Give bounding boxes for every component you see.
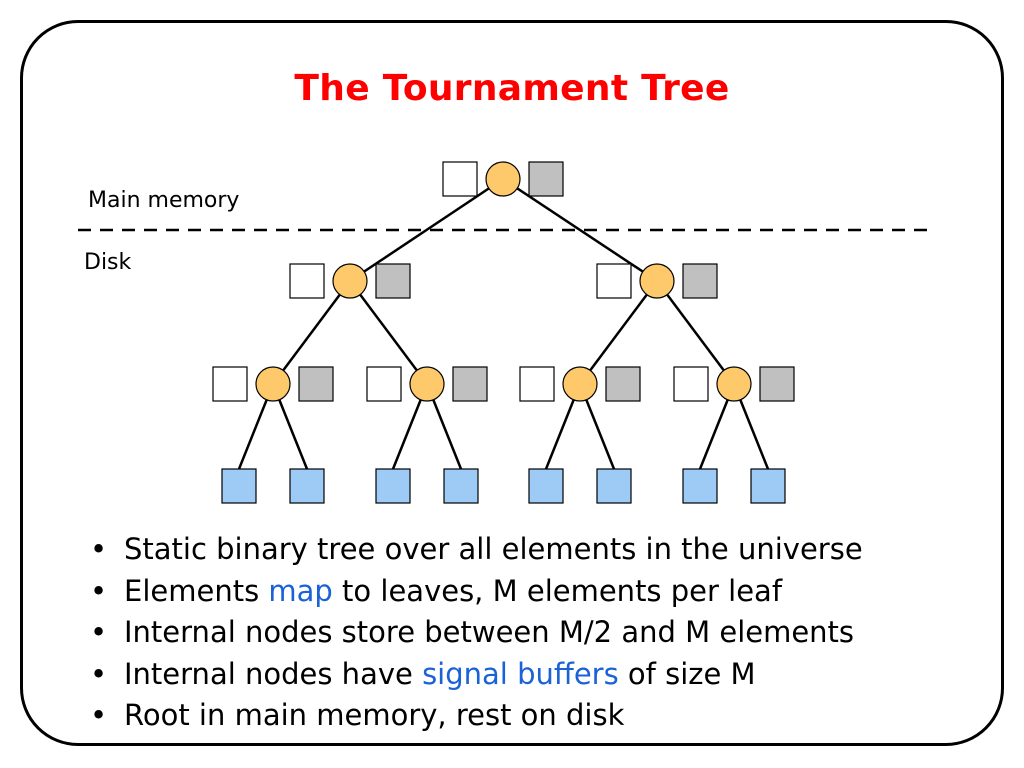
- node-circle: [716, 366, 752, 402]
- internal-node: [212, 366, 334, 402]
- internal-node: [289, 263, 411, 299]
- signal-buffer: [528, 161, 564, 197]
- node-circle: [485, 161, 521, 197]
- leaf-node: [528, 468, 564, 504]
- slide-frame: [20, 20, 1004, 746]
- leaf-node: [596, 468, 632, 504]
- element-buffer: [596, 263, 632, 299]
- bullet-item: Internal nodes store between M/2 and M e…: [88, 612, 863, 654]
- node-circle: [255, 366, 291, 402]
- element-buffer: [673, 366, 709, 402]
- signal-buffer: [759, 366, 795, 402]
- bullet-text: Internal nodes store between M/2 and M e…: [124, 615, 855, 649]
- node-circle: [562, 366, 598, 402]
- signal-buffer: [375, 263, 411, 299]
- bullet-text: Root in main memory, rest on disk: [124, 698, 625, 732]
- leaf-node: [221, 468, 257, 504]
- bullet-item: Elements map to leaves, M elements per l…: [88, 571, 863, 613]
- leaf-node: [289, 468, 325, 504]
- main-memory-label: Main memory: [88, 188, 240, 213]
- signal-buffer: [298, 366, 334, 402]
- bullet-item: Static binary tree over all elements in …: [88, 529, 863, 571]
- tree-edge: [271, 280, 352, 385]
- leaf-node: [750, 468, 786, 504]
- internal-node: [673, 366, 795, 402]
- tree-edge: [578, 280, 659, 385]
- leaf-node: [375, 468, 411, 504]
- bullet-text: to leaves, M elements per leaf: [332, 573, 783, 608]
- element-buffer: [442, 161, 478, 197]
- slide-title: The Tournament Tree: [294, 68, 730, 109]
- bullet-list: Static binary tree over all elements in …: [88, 529, 863, 737]
- signal-buffer: [682, 263, 718, 299]
- node-circle: [639, 263, 675, 299]
- tree-edge: [655, 280, 736, 385]
- internal-node: [519, 366, 641, 402]
- bullet-item: Internal nodes have signal buffers of si…: [88, 654, 863, 696]
- leaf-node: [682, 468, 718, 504]
- bullet-text: of size M: [618, 656, 756, 691]
- signal-buffer: [452, 366, 488, 402]
- tree-edge: [348, 280, 429, 385]
- internal-node: [596, 263, 718, 299]
- internal-node: [366, 366, 488, 402]
- element-buffer: [212, 366, 248, 402]
- highlighted-term: signal buffers: [422, 656, 619, 691]
- bullet-text: Internal nodes have: [124, 656, 423, 691]
- node-circle: [409, 366, 445, 402]
- disk-label: Disk: [84, 250, 132, 275]
- bullet-text: Static binary tree over all elements in …: [124, 532, 863, 566]
- element-buffer: [289, 263, 325, 299]
- bullet-item: Root in main memory, rest on disk: [88, 695, 863, 737]
- highlighted-term: map: [268, 573, 333, 608]
- signal-buffer: [605, 366, 641, 402]
- leaf-node: [443, 468, 479, 504]
- root-node: [442, 161, 564, 197]
- element-buffer: [366, 366, 402, 402]
- bullet-text: Elements: [124, 573, 269, 608]
- element-buffer: [519, 366, 555, 402]
- node-circle: [332, 263, 368, 299]
